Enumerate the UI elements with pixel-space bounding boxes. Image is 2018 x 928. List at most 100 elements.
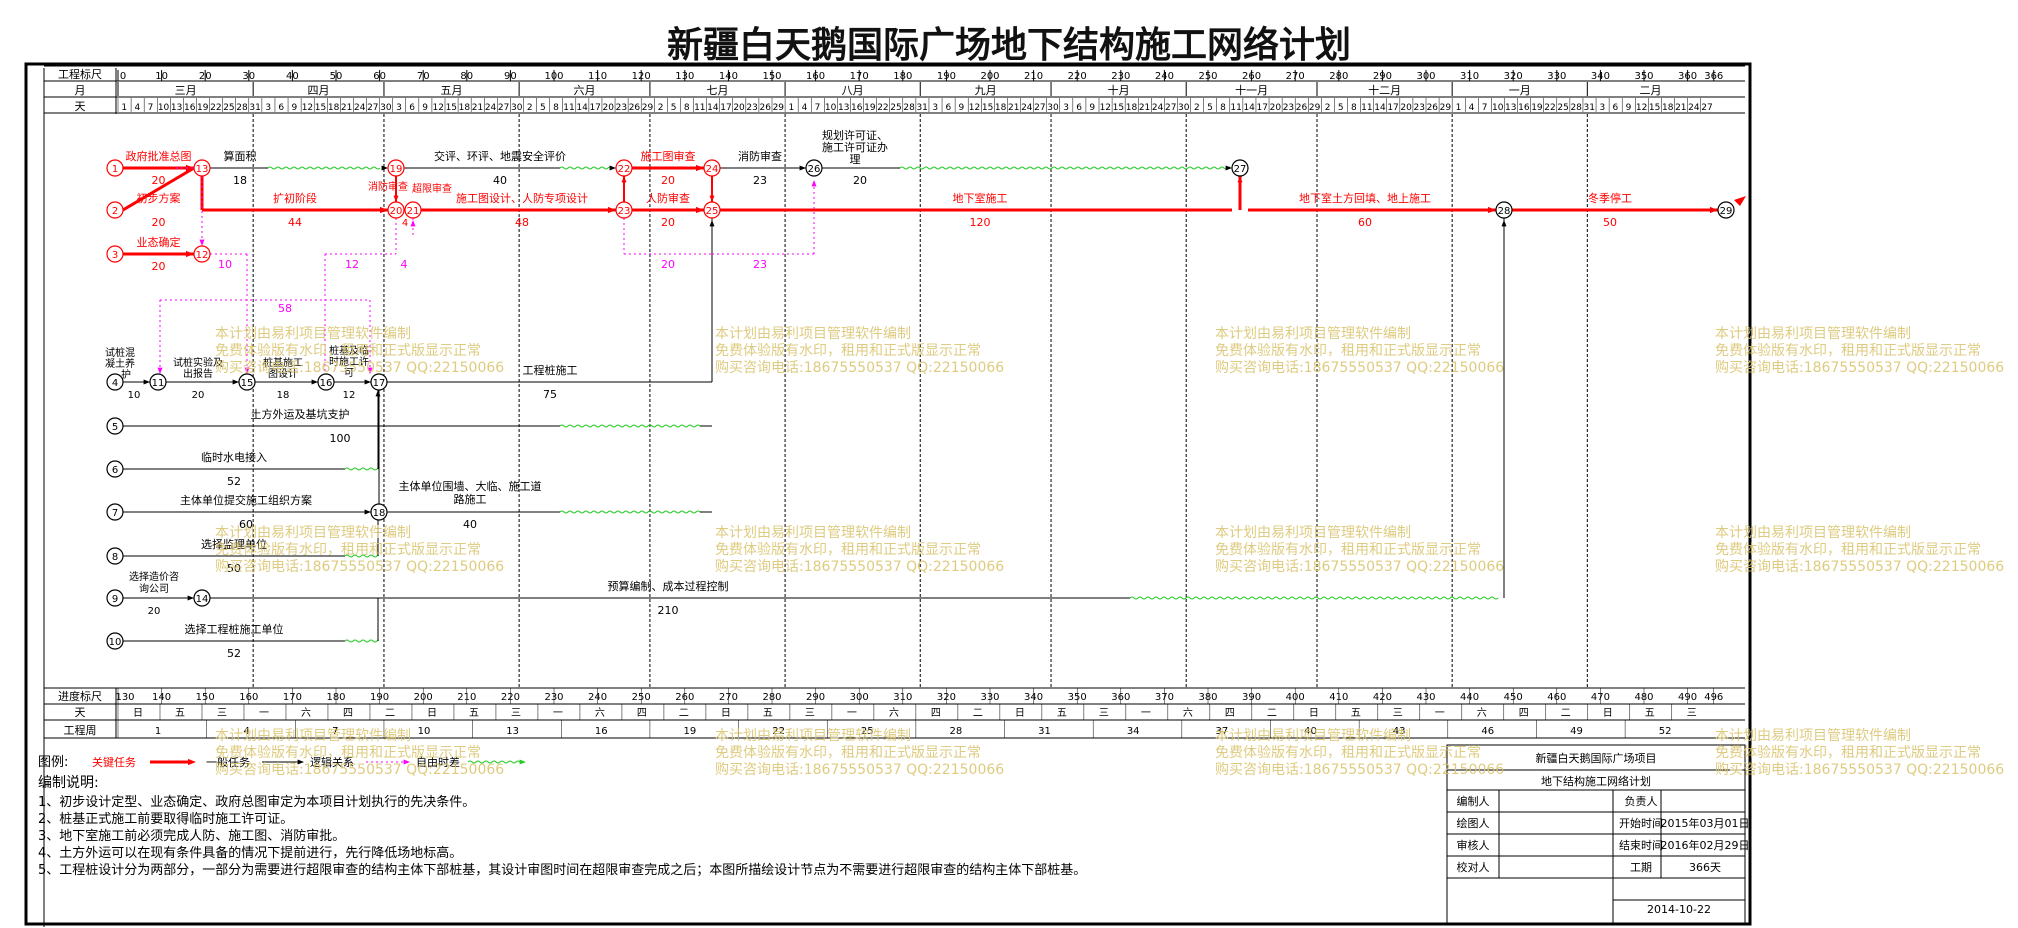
watermark-text: 购买咨询电话:18675550537 QQ:22150066: [715, 360, 1004, 376]
month-name: 六月: [574, 84, 596, 97]
day-number: 26: [1296, 103, 1308, 113]
activity-duration: 44: [288, 216, 302, 229]
watermark-text: 免费体验版有水印，租用和正式版显示正常: [1715, 343, 1981, 359]
activity-label: 路施工: [454, 493, 487, 506]
watermark-text: 免费体验版有水印，租用和正式版显示正常: [215, 542, 481, 558]
day-number: 7: [1482, 103, 1488, 113]
day-number: 25: [890, 103, 901, 113]
week-number: 34: [1127, 726, 1140, 737]
activity-label: 桩基施工: [263, 356, 303, 369]
node-number: 26: [808, 164, 821, 175]
day-number: 5: [1207, 103, 1213, 113]
tb-label: 负责人: [1625, 794, 1658, 808]
day-number: 21: [472, 103, 483, 113]
watermark-text: 购买咨询电话:18675550537 QQ:22150066: [1215, 762, 1504, 778]
activity-label: 图设计: [268, 367, 298, 380]
progress-tick-label: 400: [1286, 692, 1305, 703]
day-number: 8: [553, 103, 559, 113]
scale-tick-label: 330: [1547, 71, 1566, 82]
activity-label: 主体单位围墙、大临、施工道: [399, 479, 542, 493]
month-name: 五月: [441, 84, 463, 97]
day-number: 3: [932, 103, 938, 113]
node-number: 27: [1234, 164, 1247, 175]
progress-tick-label: 450: [1504, 692, 1523, 703]
progress-tick-label: 210: [457, 692, 476, 703]
arrowhead: [1488, 206, 1496, 214]
watermark-text: 本计划由易利项目管理软件编制: [1215, 525, 1411, 541]
arrowhead: [244, 367, 250, 374]
progress-tick-label: 340: [1024, 692, 1043, 703]
progress-tick-label: 490: [1678, 692, 1697, 703]
activity-label: 凝土养: [105, 357, 135, 370]
week-number: 4: [243, 726, 249, 737]
day-number: 18: [328, 103, 340, 113]
activity-label: 交评、环评、地震安全评价: [434, 149, 566, 163]
activity-label: 业态确定: [137, 235, 181, 249]
day-number: 16: [1518, 103, 1530, 113]
node-number: 10: [109, 637, 122, 648]
day-number: 13: [838, 103, 849, 113]
arrowhead: [188, 758, 196, 766]
free-float: 20: [661, 258, 675, 271]
day-number: 11: [563, 103, 574, 113]
activity-label: 超限审查: [412, 182, 452, 195]
day-number: 22: [1544, 103, 1555, 113]
day-number: 19: [1531, 103, 1543, 113]
node-number: 19: [390, 164, 403, 175]
weekday-name: 六: [595, 707, 605, 719]
day-number: 2: [527, 103, 533, 113]
progress-tick-label: 280: [762, 692, 781, 703]
arrowhead: [403, 759, 410, 765]
day-number: 28: [236, 103, 248, 113]
node-number: 28: [1498, 206, 1511, 217]
day-number: 1: [789, 103, 795, 113]
legend-title: 图例:: [38, 755, 68, 770]
day-number: 28: [1570, 103, 1582, 113]
activity-duration: 20: [192, 390, 205, 401]
activity-duration: 20: [152, 174, 166, 187]
weekday-name: 六: [301, 707, 311, 719]
watermark-text: 购买咨询电话:18675550537 QQ:22150066: [1715, 360, 2004, 376]
progress-tick-label: 170: [283, 692, 302, 703]
scale-tick-label: 300: [1416, 71, 1435, 82]
day-number: 15: [315, 103, 326, 113]
arrowhead: [375, 390, 381, 397]
day-number: 6: [278, 103, 284, 113]
progress-tick-label: 410: [1329, 692, 1348, 703]
day-number: 30: [1178, 103, 1190, 113]
day-number: 12: [1100, 103, 1111, 113]
day-number: 30: [511, 103, 523, 113]
free-float-wave: [344, 467, 379, 471]
day-number: 17: [720, 103, 731, 113]
activity-label: 冬季停工: [1588, 191, 1632, 205]
node-circle: [703, 159, 721, 177]
free-float-wave: [899, 166, 1231, 170]
node-circle: [1231, 159, 1249, 177]
activity-label: 询公司: [139, 582, 169, 595]
day-number: 13: [1505, 103, 1516, 113]
day-number: 27: [1701, 103, 1712, 113]
activity-duration: 210: [658, 604, 679, 617]
scale-tick-label: 70: [417, 71, 430, 82]
day-number: 7: [148, 103, 154, 113]
activity-label: 试桩实验及: [173, 356, 223, 369]
progress-tick-label: 390: [1242, 692, 1261, 703]
node-number: 24: [706, 164, 719, 175]
node-circle: [106, 589, 124, 607]
progress-tick-label: 160: [239, 692, 258, 703]
activity-duration: 20: [853, 174, 867, 187]
day-number: 27: [367, 103, 378, 113]
day-number: 18: [1126, 103, 1138, 113]
arrowhead: [709, 195, 715, 202]
week-number: 22: [772, 726, 785, 737]
weekday-name: 二: [973, 708, 983, 719]
scale-tick-label: 200: [980, 71, 999, 82]
arrowhead: [393, 195, 399, 202]
day-number: 12: [1636, 103, 1647, 113]
activity-label: 施工图审查: [641, 149, 696, 163]
day-number: 12: [302, 103, 313, 113]
node-number: 13: [196, 164, 209, 175]
watermark-text: 免费体验版有水印，租用和正式版显示正常: [1215, 343, 1481, 359]
progress-tick-label: 420: [1373, 692, 1392, 703]
node-circle: [106, 159, 124, 177]
